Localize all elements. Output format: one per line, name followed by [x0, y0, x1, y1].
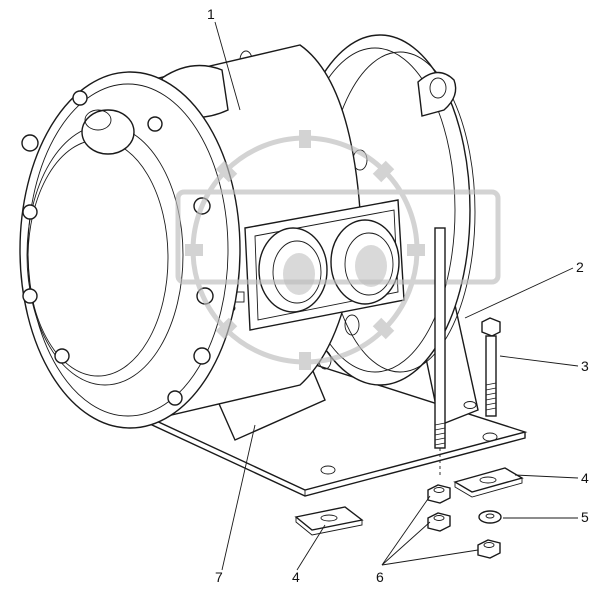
- callout-4-left: 4: [292, 569, 300, 585]
- callout-4-right: 4: [581, 470, 589, 486]
- hex-bolt: [481, 317, 501, 417]
- cover-bolts: [21, 90, 214, 406]
- callout-6: 6: [376, 569, 384, 585]
- hex-nut-top: [427, 484, 451, 504]
- leader-lines: [214, 21, 579, 571]
- stud-bolt: [434, 227, 446, 475]
- callout-2: 2: [576, 259, 584, 275]
- hex-nut-middle: [427, 512, 451, 532]
- callout-1: 1: [207, 6, 215, 22]
- callout-5: 5: [581, 509, 589, 525]
- clamp-plate-right: [453, 467, 524, 498]
- spring-washer: [478, 510, 502, 524]
- callout-7: 7: [215, 569, 223, 585]
- callout-3: 3: [581, 358, 589, 374]
- front-cover: [19, 71, 241, 429]
- clamp-plate-left: [294, 506, 364, 536]
- hex-nut-bottom: [477, 539, 501, 559]
- watermark-logo: [175, 130, 501, 370]
